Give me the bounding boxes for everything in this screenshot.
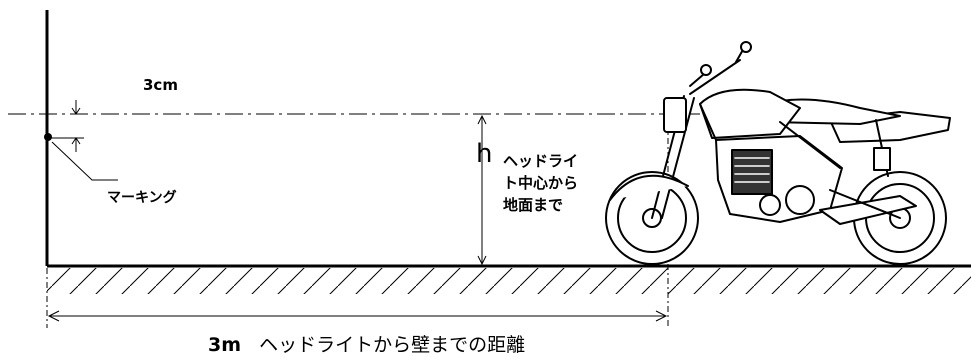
height-description-line: 地面まで xyxy=(503,196,564,214)
height-description-line: ト中心から xyxy=(503,174,579,192)
distance-label: 3m ヘッドライトから壁までの距離 xyxy=(208,336,525,355)
height-description-line: ヘッドライ xyxy=(503,152,579,170)
marking-dot xyxy=(44,133,52,141)
distance-value: 3m xyxy=(208,334,242,356)
marking-leader xyxy=(51,141,118,181)
distance-description: ヘッドライトから壁までの距離 xyxy=(259,334,526,356)
motorcycle-illustration xyxy=(605,41,951,265)
height-dimension xyxy=(477,114,487,266)
distance-dimension xyxy=(46,110,669,328)
offset-dimension xyxy=(50,100,84,152)
height-description: ヘッドライ ト中心から 地面まで xyxy=(503,150,613,216)
height-symbol: h xyxy=(476,139,493,169)
ground-hatching xyxy=(47,268,971,294)
marking-label: マーキング xyxy=(107,190,177,206)
offset-label: 3cm xyxy=(143,76,178,94)
